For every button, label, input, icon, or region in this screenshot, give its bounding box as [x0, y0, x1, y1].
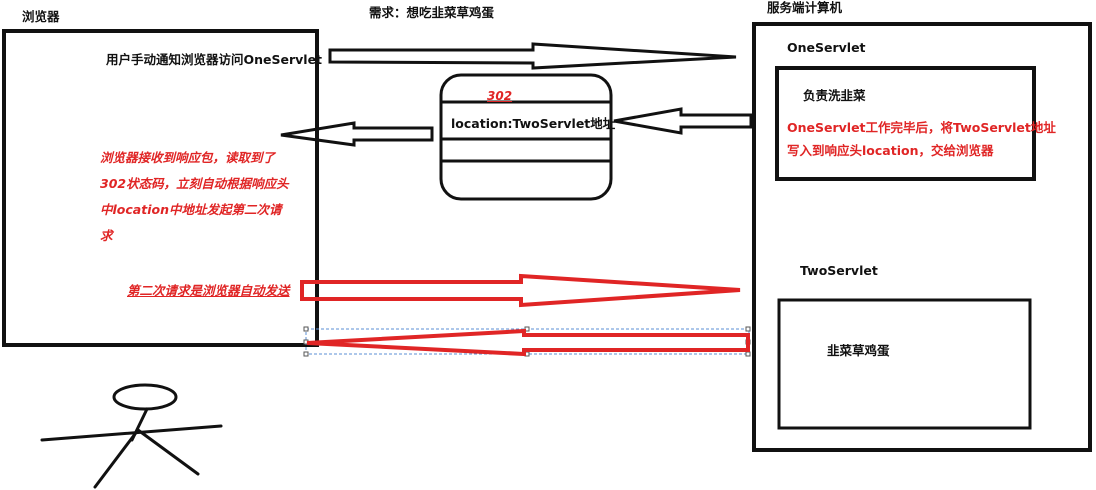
browser-note-line: 中location中地址发起第二次请	[100, 202, 282, 217]
server-box	[752, 22, 1092, 452]
one-servlet-label: OneServlet	[787, 40, 866, 55]
two-servlet-task: 韭菜草鸡蛋	[827, 343, 890, 358]
one-servlet-task: 负责洗韭菜	[803, 88, 866, 103]
user-figure	[40, 383, 223, 489]
browser-note-line: 浏览器接收到响应包，读取到了	[100, 150, 276, 165]
two-servlet-label: TwoServlet	[800, 263, 878, 278]
requirement-title: 需求：想吃韭菜草鸡蛋	[369, 5, 495, 20]
server-title: 服务端计算机	[767, 0, 843, 15]
response-arrow-in	[613, 107, 753, 135]
browser-note: 浏览器接收到响应包，读取到了 302状态码，立刻自动根据响应头 中locatio…	[100, 145, 289, 249]
browser-box	[2, 29, 319, 347]
browser-note-line: 求	[100, 228, 113, 243]
response-code-label: 302	[487, 89, 513, 103]
one-servlet-box	[775, 66, 1036, 181]
two-servlet-box	[777, 298, 1032, 430]
browser-note-line: 302状态码，立刻自动根据响应头	[100, 176, 289, 191]
second-request-label: 第二次请求是浏览器自动发送	[127, 283, 290, 298]
response-arrow-browser	[280, 121, 434, 147]
one-servlet-action-line2: 写入到响应头location，交给浏览器	[787, 143, 994, 158]
browser-title: 浏览器	[22, 9, 60, 24]
request-arrow-one	[328, 42, 737, 70]
one-servlet-action-line1: OneServlet工作完毕后，将TwoServlet地址	[787, 120, 1056, 135]
second-request-arrow	[300, 273, 741, 308]
location-header-label: location:TwoServlet地址	[451, 116, 616, 131]
second-response-arrow	[306, 328, 750, 357]
user-request-label: 用户手动通知浏览器访问OneServlet	[106, 52, 323, 67]
response-packet	[439, 73, 613, 201]
